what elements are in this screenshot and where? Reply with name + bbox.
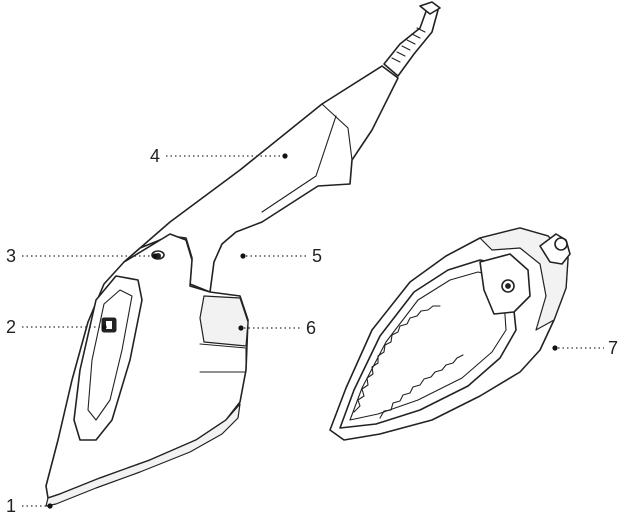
callout-label-7: 7	[608, 338, 618, 358]
power-cord	[383, 1, 441, 77]
callout-2: 2	[6, 317, 107, 337]
handheld-steamer	[45, 1, 441, 507]
callout-label-2: 2	[6, 317, 16, 337]
callout-3: 3	[6, 246, 158, 266]
callout-5: 5	[240, 246, 322, 266]
brush-attachment	[329, 227, 571, 441]
callout-6: 6	[238, 318, 316, 338]
callout-4: 4	[150, 146, 288, 166]
callout-label-4: 4	[150, 146, 160, 166]
callout-label-6: 6	[306, 318, 316, 338]
steam-head-cover	[199, 295, 249, 347]
callout-7: 7	[552, 338, 618, 358]
handle	[123, 65, 399, 293]
callout-label-3: 3	[6, 246, 16, 266]
steamer-head	[45, 233, 249, 507]
callout-1: 1	[6, 496, 53, 516]
callout-label-5: 5	[312, 246, 322, 266]
callout-label-1: 1	[6, 496, 16, 516]
soleplate	[45, 403, 241, 507]
